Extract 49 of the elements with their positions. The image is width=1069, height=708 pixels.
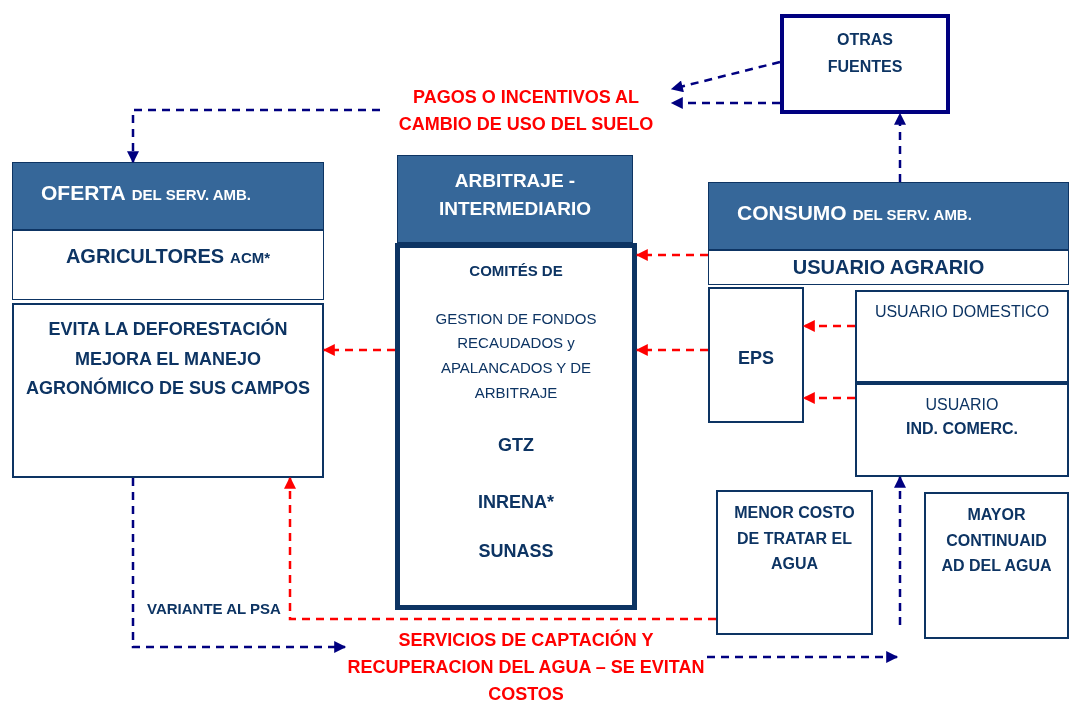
committee-box [395, 243, 637, 610]
dashed-arrow [894, 112, 906, 182]
box-text: USUARIO AGRARIO [792, 256, 985, 278]
box-text: MENOR COSTO DE TRATAR EL AGUA [734, 504, 855, 573]
dashed-arrow [127, 108, 380, 164]
dashed-arrow [802, 392, 855, 404]
box-text: INRENA* [478, 490, 554, 514]
box-text: MAYOR CONTINUAID AD DEL AGUA [941, 506, 1052, 575]
box-text: USUARIO [925, 395, 999, 415]
dashed-arrow [894, 475, 906, 625]
benefit-box [924, 492, 1069, 639]
benefit-box [716, 490, 873, 635]
heading-text: AGRICULTORES [65, 244, 225, 269]
box-text: GESTION DE FONDOS RECAUDADOS y APALANCADOS Y DE ARBITRAJE [434, 308, 598, 403]
dashed-arrow [131, 478, 347, 653]
process-box [708, 287, 804, 423]
box-text: EPS [738, 348, 774, 368]
box-text: SUNASS [478, 539, 554, 563]
box-text: OTRAS FUENTES [827, 31, 903, 76]
user-row [708, 250, 1069, 285]
dashed-arrow [635, 344, 708, 356]
box-text: USUARIO DOMESTICO [874, 303, 1050, 320]
heading-text: ARBITRAJE - INTERMEDIARIO [438, 168, 592, 221]
user-box [855, 290, 1069, 383]
heading-subtext: DEL SERV. AMB. [852, 205, 972, 225]
dashed-arrow [670, 60, 781, 93]
heading-text: CONSUMO [737, 200, 847, 226]
source-box [780, 14, 950, 114]
box-text: EVITA LA DEFORESTACIÓN MEJORA EL MANEJO AGRONÓMICO DE SUS CAMPOS [25, 317, 311, 401]
dashed-arrow [322, 344, 395, 356]
flow-label: SERVICIOS DE CAPTACIÓN Y RECUPERACION DEL AGUA – SE EVITAN COSTOS [347, 630, 705, 704]
actor-box [12, 230, 324, 300]
box-text: GTZ [498, 433, 534, 457]
dashed-arrow [284, 476, 716, 621]
dashed-arrow [802, 320, 855, 332]
header-bar [12, 162, 324, 230]
box-heading: COMITÉS DE [469, 261, 563, 281]
heading-text: OFERTA [41, 180, 126, 206]
user-box [855, 383, 1069, 477]
heading-subtext: DEL SERV. AMB. [131, 185, 251, 205]
dashed-arrow [670, 97, 780, 109]
heading-subtext: ACM* [230, 248, 271, 268]
box-text: IND. COMERC. [906, 419, 1018, 439]
flow-label: PAGOS O INCENTIVOS AL CAMBIO DE USO DEL SUELO [398, 87, 654, 134]
header-bar [708, 182, 1069, 250]
dashed-arrow [707, 651, 899, 663]
dashed-arrow [635, 249, 708, 261]
header-bar [397, 155, 633, 243]
process-box [12, 303, 324, 478]
